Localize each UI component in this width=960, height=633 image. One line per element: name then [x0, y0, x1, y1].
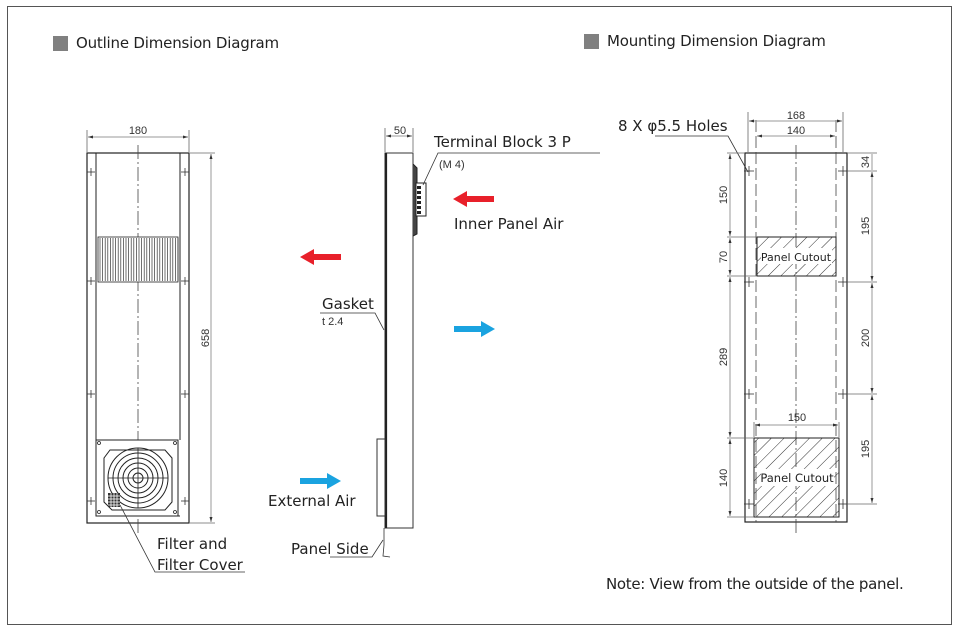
- view-note: Note: View from the outside of the panel…: [606, 575, 904, 593]
- mounting-hole-marks: [87, 168, 189, 505]
- gasket-leader-line: [320, 312, 385, 331]
- mounting-section-title: Mounting Dimension Diagram: [584, 32, 826, 50]
- right-dimension-1-label: 195: [860, 217, 872, 235]
- outline-title-text: Outline Dimension Diagram: [76, 34, 279, 52]
- right-dimension-3-label: 195: [860, 440, 872, 458]
- outline-view: 180: [86, 125, 245, 574]
- mounting-title-text: Mounting Dimension Diagram: [607, 32, 826, 50]
- fan-guard-icon: [107, 447, 169, 509]
- depth-dimension-label: 50: [394, 125, 406, 137]
- panel-side-leader-line: [330, 539, 384, 558]
- cutout-width-label: 150: [788, 412, 806, 424]
- exhaust-air-arrow-icon: [300, 249, 341, 265]
- left-cutout2-dimension-label: 140: [718, 469, 730, 487]
- external-air-label: External Air: [268, 492, 356, 510]
- filter-label-line1: Filter and: [157, 535, 227, 553]
- panel-side-label: Panel Side: [291, 540, 369, 558]
- panel-cutout-lower-label: Panel Cutout: [760, 471, 834, 485]
- left-top-dimension-label: 150: [718, 186, 730, 204]
- side-view: 50 Terminal Block 3 P (M 4) Inner Panel …: [268, 125, 600, 558]
- terminal-screw-label: (M 4): [439, 159, 465, 171]
- holes-leader-line: [655, 135, 749, 173]
- title-square-icon: [584, 33, 599, 49]
- inner-air-arrow-icon: [453, 191, 494, 207]
- outer-width-label: 168: [787, 110, 805, 122]
- title-square-icon: [53, 35, 68, 51]
- holes-label: 8 X φ5.5 Holes: [618, 117, 728, 135]
- left-mid-dimension-label: 289: [718, 348, 730, 366]
- panel-cutout-upper-label: Panel Cutout: [761, 251, 832, 264]
- terminal-block-icon: [415, 182, 427, 217]
- side-body: [384, 152, 414, 529]
- filter-mesh: [108, 493, 120, 507]
- left-cutout1-dimension-label: 70: [718, 251, 730, 263]
- gasket-label: Gasket: [322, 295, 374, 313]
- external-air-arrow-icon: [300, 473, 341, 489]
- outline-section-title: Outline Dimension Diagram: [53, 34, 279, 52]
- terminal-leader-line: [422, 152, 600, 186]
- filter-leader-line: [119, 504, 245, 573]
- gasket-thickness-label: t 2.4: [322, 316, 343, 328]
- right-dimension-2-label: 200: [860, 329, 872, 347]
- mounting-view: 168 140 8 X φ5.5 Holes Panel Cutout Pane…: [618, 110, 877, 533]
- inner-width-label: 140: [787, 125, 805, 137]
- width-dimension-label: 180: [129, 125, 147, 137]
- louver-grille: [97, 236, 179, 283]
- mounting-hole-crosses: [744, 166, 848, 509]
- terminal-block-label: Terminal Block 3 P: [433, 133, 571, 151]
- right-top-dimension-label: 34: [860, 156, 872, 168]
- filter-label-line2: Filter Cover: [157, 556, 244, 574]
- cool-air-out-arrow-icon: [454, 321, 495, 337]
- height-dimension-label: 658: [200, 329, 212, 347]
- panel-bracket: [376, 438, 386, 517]
- inner-air-label: Inner Panel Air: [454, 215, 564, 233]
